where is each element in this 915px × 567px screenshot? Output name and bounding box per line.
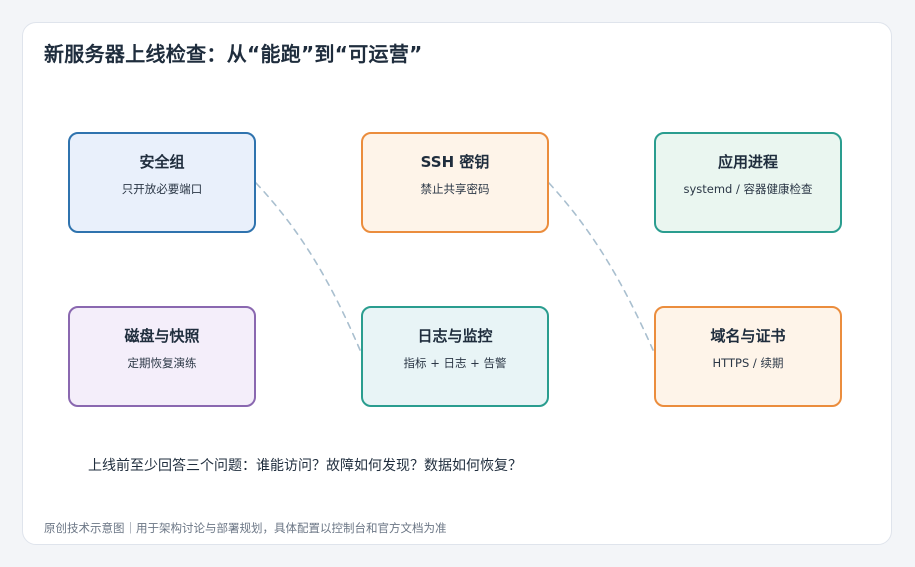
node-title: 域名与证书 (710, 327, 786, 345)
node-subtitle: HTTPS / 续期 (712, 356, 784, 370)
node-subtitle: 指标 + 日志 + 告警 (403, 356, 507, 370)
node-security-group: 安全组 只开放必要端口 (68, 132, 256, 233)
diagram-card (22, 22, 892, 545)
footnote: 上线前至少回答三个问题：谁能访问？故障如何发现？数据如何恢复？ (88, 458, 522, 474)
node-ssh-key: SSH 密钥 禁止共享密码 (361, 132, 549, 233)
node-subtitle: 只开放必要端口 (121, 182, 203, 196)
node-title: SSH 密钥 (420, 153, 490, 171)
node-title: 日志与监控 (417, 327, 493, 345)
node-title: 应用进程 (717, 153, 778, 171)
node-app-process: 应用进程 systemd / 容器健康检查 (654, 132, 842, 233)
connector-security-to-logging (255, 182, 361, 351)
node-subtitle: 禁止共享密码 (420, 182, 490, 196)
connector-ssh-to-domain (548, 182, 654, 351)
node-logging-monitoring: 日志与监控 指标 + 日志 + 告警 (361, 306, 549, 407)
caption: 原创技术示意图｜用于架构讨论与部署规划，具体配置以控制台和官方文档为准 (44, 521, 447, 535)
node-subtitle: systemd / 容器健康检查 (683, 182, 813, 196)
node-title: 安全组 (139, 153, 185, 171)
node-title: 磁盘与快照 (124, 327, 200, 345)
node-subtitle: 定期恢复演练 (127, 356, 197, 370)
node-disk-snapshot: 磁盘与快照 定期恢复演练 (68, 306, 256, 407)
diagram-title: 新服务器上线检查：从“能跑”到“可运营” (44, 42, 423, 66)
node-domain-cert: 域名与证书 HTTPS / 续期 (654, 306, 842, 407)
